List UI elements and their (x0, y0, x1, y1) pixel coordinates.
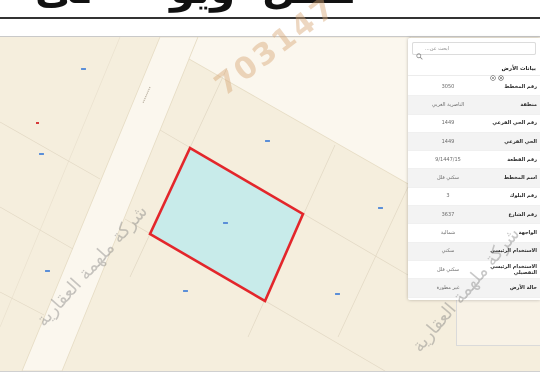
parcel-number-labels (39, 68, 383, 295)
parcel-boundary-line (0, 206, 74, 250)
road-name-label (142, 86, 151, 104)
search-icon[interactable] (416, 45, 423, 60)
parcel-boundary-line (0, 37, 121, 328)
info-row: رقم البلوك 3 (408, 188, 540, 207)
info-label: حالة الأرض (509, 284, 537, 291)
parcel-number-label (223, 222, 228, 224)
info-value: 3 (446, 193, 450, 200)
parcel-number-label (335, 293, 340, 295)
info-row: حالة الأرض غير مطورة (408, 279, 540, 298)
selected-parcel[interactable] (148, 146, 305, 303)
info-label: منطقة (520, 101, 537, 108)
info-row: رقم المخطط 3050 (408, 78, 540, 97)
locate-icon[interactable] (490, 66, 496, 81)
info-label: الواجهة (518, 230, 537, 237)
info-label: رقم المخطط (504, 83, 537, 90)
search-input[interactable] (425, 43, 533, 54)
map-overlay-box (456, 300, 540, 346)
parcel-boundary-line (0, 121, 101, 180)
parcel-number-label (39, 153, 44, 155)
panel-title: بيانات الأرض (501, 66, 537, 72)
info-label: الاستخدام الرئيسي (490, 248, 537, 255)
info-value: 9/1447/15 (435, 156, 461, 163)
info-value: 3050 (441, 83, 455, 90)
info-row: الاستخدام الرئيسي سكني (408, 242, 540, 261)
parcel-number-label (81, 68, 86, 70)
info-row: اسم المخطط سكني فلل (408, 169, 540, 188)
panel-header: بيانات الأرض (408, 63, 540, 81)
info-row: منطقة الناصرية الغربي (408, 96, 540, 115)
info-table: رقم المخطط 3050 منطقة الناصرية الغربي رقم … (408, 78, 540, 298)
heading-divider (0, 17, 540, 19)
info-row: رقم الحي الفرعي 1449 (408, 115, 540, 133)
info-value: غير مطورة (436, 284, 460, 291)
info-row: رقم الشارع 3637 (408, 206, 540, 225)
info-value: 3637 (441, 211, 455, 218)
info-label: رقم البلوك (509, 193, 537, 200)
search-box[interactable] (412, 42, 536, 60)
info-row: الحي الفرعي 1449 (408, 132, 540, 152)
info-label: اسم المخطط (503, 175, 537, 182)
info-label: رقم القطعة (507, 156, 537, 163)
parcel-boundary-line (337, 186, 409, 338)
info-value: سكني (441, 248, 455, 255)
parcel-number-label (45, 270, 50, 272)
close-icon[interactable] (498, 66, 504, 81)
heading-fragment: ــــل (262, 0, 352, 10)
info-row: الواجهة شمالية (408, 224, 540, 243)
info-row: الاستخدام الرئيسي التفصيلي سكني فلل (408, 261, 540, 280)
parcel-number-label (183, 290, 188, 292)
info-value: شمالية (440, 230, 456, 237)
heading-fragment: ويو (170, 0, 235, 10)
info-label: الحي الفرعي (504, 138, 537, 145)
parcel-boundary-line (0, 291, 45, 316)
info-value: 1449 (441, 120, 455, 127)
info-row: رقم القطعة 9/1447/15 (408, 151, 540, 170)
info-label: رقم الشارع (508, 211, 537, 218)
info-label: رقم الحي الفرعي (492, 120, 537, 127)
info-label: الاستخدام الرئيسي التفصيلي (490, 263, 537, 276)
info-value: سكني فلل (436, 175, 460, 182)
land-info-panel: بيانات الأرض رقم المخطط 3050 منطقة الناصري… (408, 38, 540, 300)
heading-fragment: ـى (35, 0, 89, 10)
parcel-number-label (265, 140, 270, 142)
info-value: سكني فلل (436, 266, 460, 273)
parcel-number-label (378, 207, 383, 209)
map-marker-red[interactable] (36, 122, 39, 124)
road (21, 37, 199, 371)
page-heading: ـى ويو ــــل (0, 0, 540, 17)
info-value: 1449 (441, 138, 455, 145)
info-value: الناصرية الغربي (431, 101, 465, 108)
